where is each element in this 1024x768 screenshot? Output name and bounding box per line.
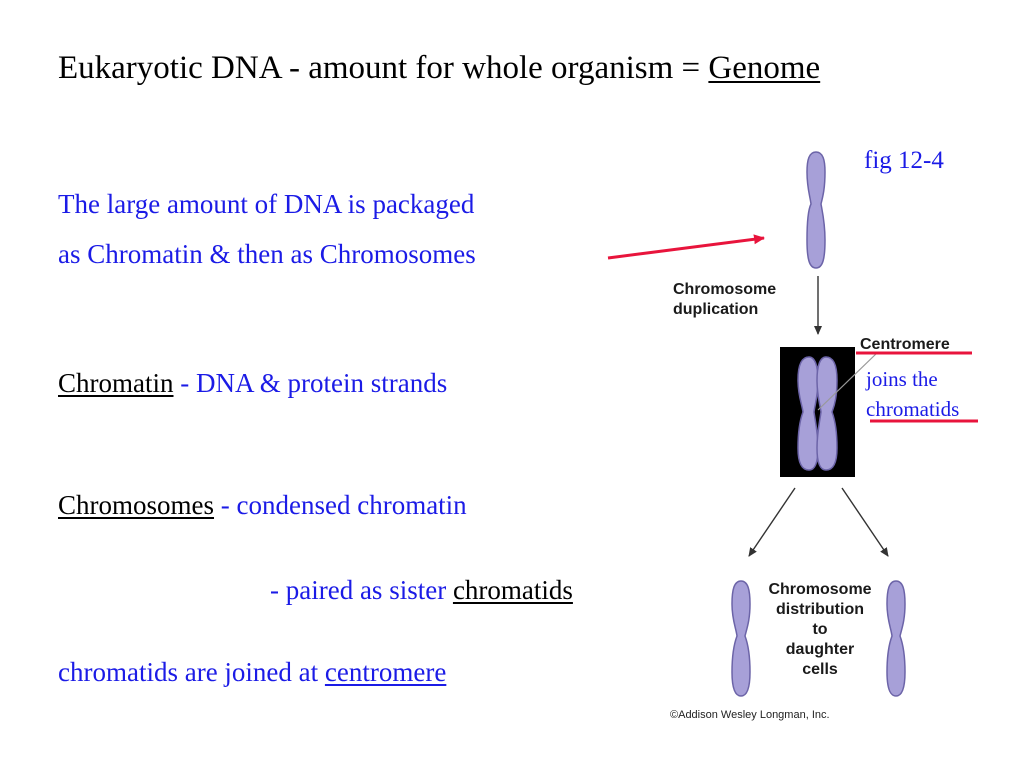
duplication-label-line-1: Chromosome [673,281,777,298]
chromosomes-definition: Chromosomes - condensed chromatin [58,490,467,521]
distribution-line-4: daughter [785,641,855,658]
joins-line-1: joins the [866,367,938,391]
daughter-chromosome-left [731,580,751,697]
title-term-genome: Genome [708,50,821,86]
chromatids-term: chromatids [452,575,573,605]
joined-prefix: chromatids are joined at [58,657,325,687]
chromosomes-term: Chromosomes [58,490,215,520]
distribution-line-3: to [812,621,828,638]
slide-title: Eukaryotic DNA - amount for whole organi… [58,50,820,87]
joins-chromatids-label: joins the chromatids [866,364,959,424]
duplication-label: Chromosome duplication [673,280,776,320]
distribution-line-1: Chromosome [768,581,872,598]
joins-line-2: chromatids [866,397,960,421]
centromere-pointer [817,351,879,411]
duplication-label-line-2: duplication [673,301,759,318]
chromatin-desc: - DNA & protein strands [173,368,448,398]
centromere-label: Centromere [860,336,950,353]
distribution-label: Chromosome distribution to daughter cell… [756,580,884,680]
chromosomes-desc: - condensed chromatin [214,490,467,520]
joined-line: chromatids are joined at centromere [58,657,446,688]
daughter-chromosome-right [886,580,906,697]
paired-line: - paired as sister chromatids [270,575,573,606]
red-pointer-arrow [607,234,765,260]
top-chromosome-shape [806,151,826,269]
centromere-term: centromere [324,657,447,687]
copyright-notice: ©Addison Wesley Longman, Inc. [670,709,830,721]
distribution-line-2: distribution [776,601,864,618]
chromatin-definition: Chromatin - DNA & protein strands [58,368,447,399]
figure-label: fig 12-4 [864,147,944,174]
intro-line-1: The large amount of DNA is packaged [58,189,475,219]
chromatin-term: Chromatin [58,368,174,398]
title-prefix: Eukaryotic DNA - amount for whole organi… [58,50,709,86]
distribution-arrow-right [841,487,889,557]
distribution-line-5: cells [802,661,838,678]
distribution-arrow-left [748,487,796,557]
intro-line-2: as Chromatin & then as Chromosomes [58,239,476,269]
paired-prefix: - paired as sister [270,575,453,605]
